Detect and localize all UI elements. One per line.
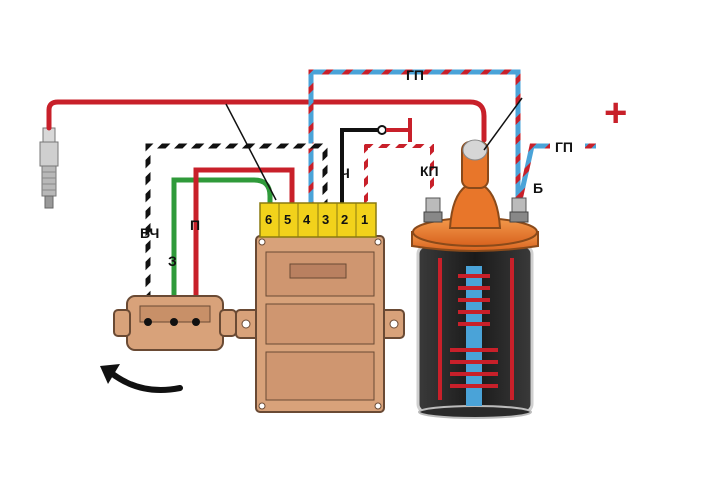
pin-6-label: 6 — [265, 212, 272, 227]
label-z: З — [168, 253, 177, 269]
kp-wire — [364, 144, 434, 205]
label-kp: КП — [420, 163, 439, 179]
pin-3-label: 3 — [322, 212, 329, 227]
pin-4-label: 4 — [303, 212, 311, 227]
label-plus: + — [604, 91, 627, 135]
connector-pin-strip: 6 5 4 3 2 1 — [259, 202, 377, 238]
hall-sensor-connector — [113, 295, 237, 351]
pin-5-label: 5 — [284, 212, 291, 227]
coil-pointer-line — [483, 97, 523, 151]
label-ch: Ч — [340, 165, 350, 181]
rotation-arrow-icon — [100, 364, 183, 393]
label-gp-top: ГП — [406, 67, 424, 83]
gp-wire-right — [517, 143, 550, 201]
ground-point — [377, 125, 387, 135]
commutator-box — [235, 235, 405, 413]
gp-wire-top — [308, 69, 521, 205]
label-b: Б — [533, 180, 543, 196]
spark-plug-icon — [39, 127, 59, 209]
hv-wire — [46, 99, 487, 143]
pointer-line — [225, 103, 277, 201]
pin-2-label: 2 — [341, 212, 348, 227]
black-wire — [340, 128, 380, 205]
bch-wire — [145, 143, 328, 318]
z-wire — [171, 177, 273, 318]
pin-1-label: 1 — [361, 212, 368, 227]
p-wire — [193, 167, 295, 318]
label-bch: БЧ — [140, 225, 159, 241]
label-p: П — [190, 217, 200, 233]
ignition-coil — [411, 139, 539, 419]
label-gp-right: ГП — [555, 139, 573, 155]
